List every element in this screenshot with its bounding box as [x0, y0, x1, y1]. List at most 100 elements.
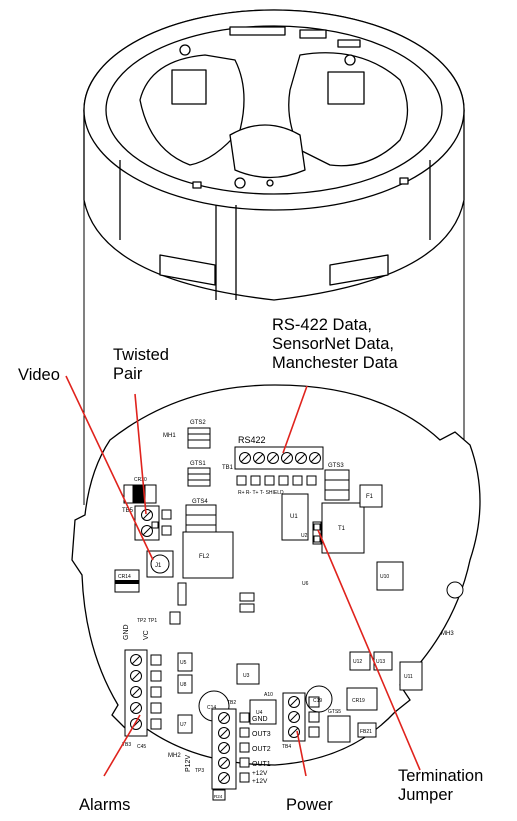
tb1-label: TB1: [222, 465, 234, 471]
u8-chip: [177, 674, 193, 694]
video-leader: [65, 375, 154, 561]
tp2-label: TP2: [137, 618, 146, 624]
rs422-callout-line-3: Manchester Data: [272, 354, 398, 372]
termination-jumper-leader: [317, 529, 421, 771]
video-callout-label: Video: [18, 366, 60, 384]
tb2-terminal-block: [211, 708, 250, 790]
gts4-label: GTS4: [192, 499, 208, 505]
tb2-gnd-label: GND: [252, 716, 268, 723]
cr20-label: CR20: [134, 477, 147, 483]
u12-chip: [349, 651, 371, 671]
tb2-out1-label: OUT1: [252, 761, 271, 768]
u1-chip: [281, 493, 309, 541]
rs422-callout-line-2: SensorNet Data,: [272, 335, 394, 353]
mh3-label: MH3: [441, 631, 454, 637]
twisted-pair-callout: Twisted Pair: [113, 346, 169, 384]
u11-label: U11: [404, 674, 413, 680]
gts2-label: GTS2: [190, 420, 206, 426]
fb21-bead: [357, 722, 377, 738]
c14-label: C14: [207, 705, 216, 711]
rs422-leader: [282, 385, 308, 454]
tb5-label: TB5: [122, 508, 134, 514]
termination-jumper-callout: Termination Jumper: [398, 767, 483, 805]
power-leader: [296, 730, 307, 777]
tb2-out2-label: OUT2: [252, 746, 271, 753]
rs422-callout: RS-422 Data, SensorNet Data, Manchester …: [272, 316, 398, 373]
rs422-header-label: RS422: [238, 435, 266, 445]
twisted-pair-callout-line-2: Pair: [113, 365, 143, 383]
tb1-terminal-block: [234, 446, 324, 486]
alarms-callout-label: Alarms: [79, 796, 131, 814]
u2-label: U2: [301, 533, 308, 539]
tb3-terminal-block: [124, 649, 162, 737]
power-callout-label: Power: [286, 796, 333, 814]
tp1-label: TP1: [148, 618, 157, 624]
gts3-label: GTS3: [328, 463, 344, 469]
gts5-label: GTS5: [328, 709, 341, 715]
cr19-label: CR19: [352, 698, 365, 704]
gnd-testpoint-label: GND: [123, 624, 130, 640]
fl2-label: FL2: [199, 554, 210, 560]
u10-label: U10: [380, 574, 389, 580]
t1-transformer: [321, 502, 365, 554]
u11-chip: [399, 661, 423, 691]
tb3-label: TB3: [122, 742, 131, 748]
u4-chip: [249, 699, 277, 725]
u1-label: U1: [290, 514, 298, 520]
a10-label: A10: [264, 692, 273, 698]
cr14-label: CR14: [118, 574, 131, 580]
u5-label: U5: [180, 660, 187, 666]
u12-label: U12: [353, 659, 362, 665]
gts5-block: [327, 715, 351, 743]
termination-jumper-callout-line-2: Jumper: [398, 786, 454, 804]
u10-chip: [376, 561, 404, 591]
cr20-diode: [123, 484, 157, 504]
twisted-pair-callout-line-1: Twisted: [113, 346, 169, 364]
r24-label: R24: [214, 794, 223, 799]
c45-label: C45: [137, 744, 146, 750]
vc-testpoint-label: VC: [143, 630, 150, 640]
u6-label: U6: [302, 581, 309, 587]
tb4-label: TB4: [282, 744, 291, 750]
cr19-diode: [346, 687, 378, 711]
r24-resistor: [212, 789, 226, 801]
f1-label: F1: [366, 494, 374, 500]
callout-leader-lines: [65, 375, 421, 777]
j1-label: J1: [155, 563, 162, 569]
t1-label: T1: [338, 526, 346, 532]
video-callout: Video: [18, 366, 60, 385]
mh1-label: MH1: [163, 433, 176, 439]
fb21-label: FB21: [360, 729, 372, 735]
twisted-pair-leader: [134, 393, 147, 515]
u7-chip: [177, 714, 193, 734]
fl2-filter: [182, 531, 234, 579]
tp3-label: TP3: [195, 768, 204, 774]
u13-label: U13: [376, 659, 385, 665]
rs422-callout-line-1: RS-422 Data,: [272, 316, 372, 334]
gts1-block: [187, 467, 211, 487]
termination-jumper-callout-line-1: Termination: [398, 767, 484, 785]
gts1-label: GTS1: [190, 461, 206, 467]
tb2-12v-label-b: +12V: [252, 778, 268, 785]
alarms-callout: Alarms: [79, 796, 130, 815]
tb1-pin-labels: R+ R- T+ T- SHIELD: [238, 490, 284, 496]
u7-label: U7: [180, 722, 187, 728]
u8-label: U8: [180, 682, 187, 688]
gts2-block: [187, 427, 211, 449]
tb2-label: TB2: [227, 700, 236, 706]
j1-video-connector: [146, 550, 174, 578]
alarms-leader: [103, 714, 141, 777]
tb2-out3-label: OUT3: [252, 731, 271, 738]
c19-label: C19: [313, 698, 322, 704]
power-callout: Power: [286, 796, 333, 815]
u4-label: U4: [256, 710, 263, 716]
p12v-testpoint-label: P12V: [185, 755, 192, 772]
gts3-block: [324, 469, 350, 501]
gts4-block: [185, 504, 217, 536]
u3-label: U3: [243, 673, 250, 679]
tb2-12v-label-a: +12V: [252, 770, 268, 777]
mounting-base-ring: [83, 9, 465, 301]
tb4-terminal-block: [282, 692, 320, 742]
termination-jumper-header: [312, 521, 322, 545]
